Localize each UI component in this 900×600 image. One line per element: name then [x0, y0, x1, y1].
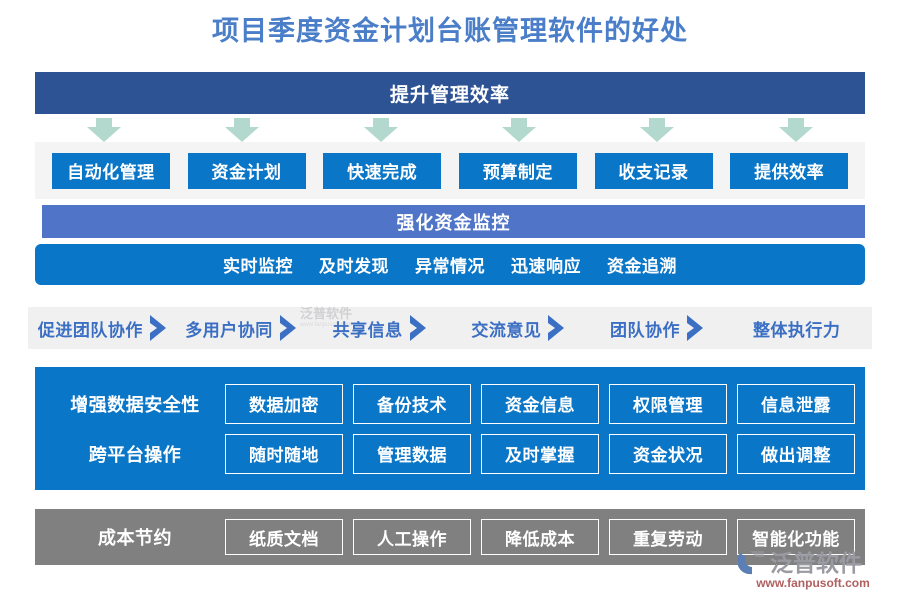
- collaboration-step-label-overall-execution: 整体执行力: [752, 320, 841, 340]
- security-cell-make-adjustments[interactable]: 做出调整: [737, 433, 855, 474]
- monitoring-item-realtime[interactable]: 实时监控: [223, 257, 293, 276]
- down-arrow-icon: [363, 118, 398, 142]
- security-cell-encryption[interactable]: 数据加密: [225, 383, 343, 424]
- chevron-right-icon: [409, 315, 426, 341]
- button-cell: 快速完成: [314, 152, 450, 189]
- monitoring-item-fund-tracing[interactable]: 资金追溯: [607, 257, 677, 276]
- monitoring-header-label: 强化资金监控: [396, 212, 511, 233]
- monitoring-header-bar: 强化资金监控: [42, 205, 865, 238]
- security-cell-list: 数据加密 备份技术 资金信息 权限管理 信息泄露: [225, 383, 855, 424]
- collaboration-step[interactable]: 整体执行力: [727, 316, 866, 341]
- button-cell: 自动化管理: [43, 152, 179, 189]
- collaboration-step-label-exchange-opinions: 交流意见: [471, 320, 542, 340]
- down-arrow-icon: [87, 118, 122, 142]
- monitoring-bar: 实时监控 及时发现 异常情况 迅速响应 资金追溯: [35, 244, 865, 285]
- button-cell: 提供效率: [721, 152, 857, 189]
- button-cell: 资金计划: [179, 152, 315, 189]
- security-block: 增强数据安全性 数据加密 备份技术 资金信息 权限管理 信息泄露 跨平台操作 随…: [35, 367, 865, 490]
- arrow-cell: [312, 118, 450, 142]
- chevron-right-icon: [149, 315, 166, 341]
- collaboration-step-label-share-info: 共享信息: [332, 320, 403, 340]
- security-cell-list: 随时随地 管理数据 及时掌握 资金状况 做出调整: [225, 433, 855, 474]
- arrow-cell: [588, 118, 726, 142]
- cost-cell-reduce-cost[interactable]: 降低成本: [481, 519, 599, 555]
- chevron-right-icon: [279, 315, 296, 341]
- security-cell-permissions[interactable]: 权限管理: [609, 383, 727, 424]
- page-title: 项目季度资金计划台账管理软件的好处: [212, 16, 688, 46]
- security-row-cross-platform: 跨平台操作 随时随地 管理数据 及时掌握 资金状况 做出调整: [45, 429, 855, 479]
- collaboration-step[interactable]: 团队协作: [589, 313, 728, 343]
- cost-saving-block: 成本节约 纸质文档 人工操作 降低成本 重复劳动 智能化功能: [35, 509, 865, 565]
- security-row-data-safety: 增强数据安全性 数据加密 备份技术 资金信息 权限管理 信息泄露: [45, 379, 855, 429]
- efficiency-header-bar: 提升管理效率: [35, 72, 865, 114]
- arrow-cell: [35, 118, 173, 142]
- collaboration-step-label-multi-user: 多用户协同: [185, 320, 273, 340]
- arrow-strip: [35, 118, 865, 142]
- cost-cell-intelligent-features[interactable]: 智能化功能: [737, 519, 855, 555]
- fanpu-logo-icon: [738, 551, 764, 575]
- chevron-right-icon: [687, 315, 704, 341]
- security-cell-anytime-anywhere[interactable]: 随时随地: [225, 433, 343, 474]
- collaboration-step[interactable]: 交流意见: [450, 313, 589, 343]
- down-arrow-icon: [225, 118, 260, 142]
- efficiency-button-income-expense[interactable]: 收支记录: [594, 152, 713, 189]
- logo-url: www.fanpusoft.com: [756, 576, 870, 590]
- down-arrow-icon: [502, 118, 537, 142]
- down-arrow-icon: [778, 118, 813, 142]
- efficiency-button-row: 自动化管理 资金计划 快速完成 预算制定 收支记录 提供效率: [35, 142, 865, 199]
- button-cell: 收支记录: [586, 152, 722, 189]
- arrow-cell: [727, 118, 865, 142]
- security-row-title-data-safety: 增强数据安全性: [70, 394, 200, 415]
- cost-cell-repetitive-labor[interactable]: 重复劳动: [609, 519, 727, 555]
- cost-cell-paper-documents[interactable]: 纸质文档: [225, 519, 343, 555]
- collaboration-step[interactable]: 多用户协同: [173, 313, 312, 343]
- collaboration-step[interactable]: 促进团队协作: [34, 313, 173, 343]
- security-cell-fund-info[interactable]: 资金信息: [481, 383, 599, 424]
- button-cell: 预算制定: [450, 152, 586, 189]
- security-cell-fund-status[interactable]: 资金状况: [609, 433, 727, 474]
- security-cell-backup[interactable]: 备份技术: [353, 383, 471, 424]
- efficiency-button-fund-plan[interactable]: 资金计划: [187, 152, 306, 189]
- cost-cell-manual-operation[interactable]: 人工操作: [353, 519, 471, 555]
- security-cell-manage-data[interactable]: 管理数据: [353, 433, 471, 474]
- monitoring-item-timely-discovery[interactable]: 及时发现: [319, 257, 389, 276]
- efficiency-header-label: 提升管理效率: [389, 84, 510, 106]
- arrow-cell: [450, 118, 588, 142]
- collaboration-step-label-promote-teamwork: 促进团队协作: [37, 320, 143, 340]
- collaboration-row: 促进团队协作 多用户协同 共享信息 交流意见 团队协作 整体执行力: [28, 307, 872, 349]
- cost-saving-title: 成本节约: [98, 528, 172, 548]
- efficiency-button-budgeting[interactable]: 预算制定: [458, 152, 577, 189]
- brand-logo: 泛普软件 www.fanpusoft.com: [738, 546, 888, 594]
- security-cell-timely-grasp[interactable]: 及时掌握: [481, 433, 599, 474]
- monitoring-item-list: 实时监控 及时发现 异常情况 迅速响应 资金追溯: [223, 252, 677, 277]
- arrow-cell: [173, 118, 311, 142]
- logo-name: 泛普软件: [770, 551, 862, 576]
- monitoring-item-anomaly[interactable]: 异常情况: [415, 257, 485, 276]
- efficiency-button-automation[interactable]: 自动化管理: [51, 152, 170, 189]
- cost-cell-list: 纸质文档 人工操作 降低成本 重复劳动 智能化功能: [225, 519, 855, 555]
- collaboration-step[interactable]: 共享信息: [311, 313, 450, 343]
- security-row-title-cross-platform: 跨平台操作: [88, 444, 182, 465]
- monitoring-item-rapid-response[interactable]: 迅速响应: [511, 257, 581, 276]
- security-cell-info-leak[interactable]: 信息泄露: [737, 383, 855, 424]
- efficiency-button-fast-completion[interactable]: 快速完成: [323, 152, 442, 189]
- logo-row: 泛普软件: [738, 546, 888, 576]
- down-arrow-icon: [640, 118, 675, 142]
- efficiency-button-provide-efficiency[interactable]: 提供效率: [730, 152, 849, 189]
- chevron-right-icon: [548, 315, 565, 341]
- collaboration-step-label-team-collab: 团队协作: [610, 320, 681, 340]
